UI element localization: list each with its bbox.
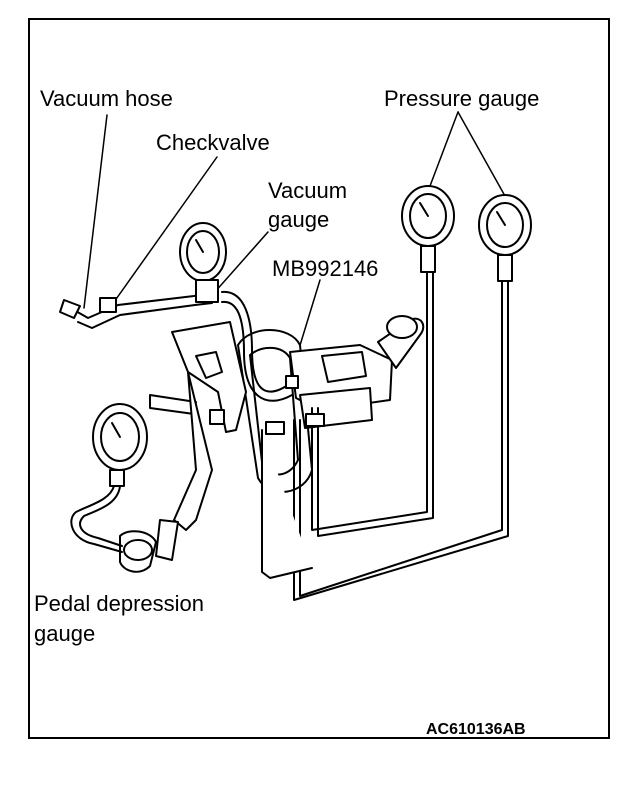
label-pedal-depression-gauge-line2: gauge	[34, 621, 96, 646]
vacuum-gauge-drawing	[179, 222, 227, 303]
pressure-gauge-1-drawing	[311, 185, 455, 537]
pressure-gauge-2-drawing	[293, 194, 532, 601]
label-vacuum-gauge-line2: gauge	[268, 207, 330, 232]
brake-line-fittings	[261, 375, 325, 579]
label-vacuum-hose: Vacuum hose	[40, 86, 173, 111]
pedal-depression-gauge-drawing	[70, 403, 148, 553]
figure-code: AC610136AB	[426, 721, 526, 738]
label-vacuum-gauge-line1: Vacuum	[268, 178, 348, 203]
leader-lines	[83, 111, 506, 379]
label-pedal-depression-gauge-line1: Pedal depression	[34, 591, 205, 616]
label-tool-number: MB992146	[272, 256, 379, 281]
label-checkvalve: Checkvalve	[156, 130, 270, 155]
pedal-assembly	[119, 321, 247, 573]
label-pressure-gauge: Pressure gauge	[384, 86, 540, 111]
